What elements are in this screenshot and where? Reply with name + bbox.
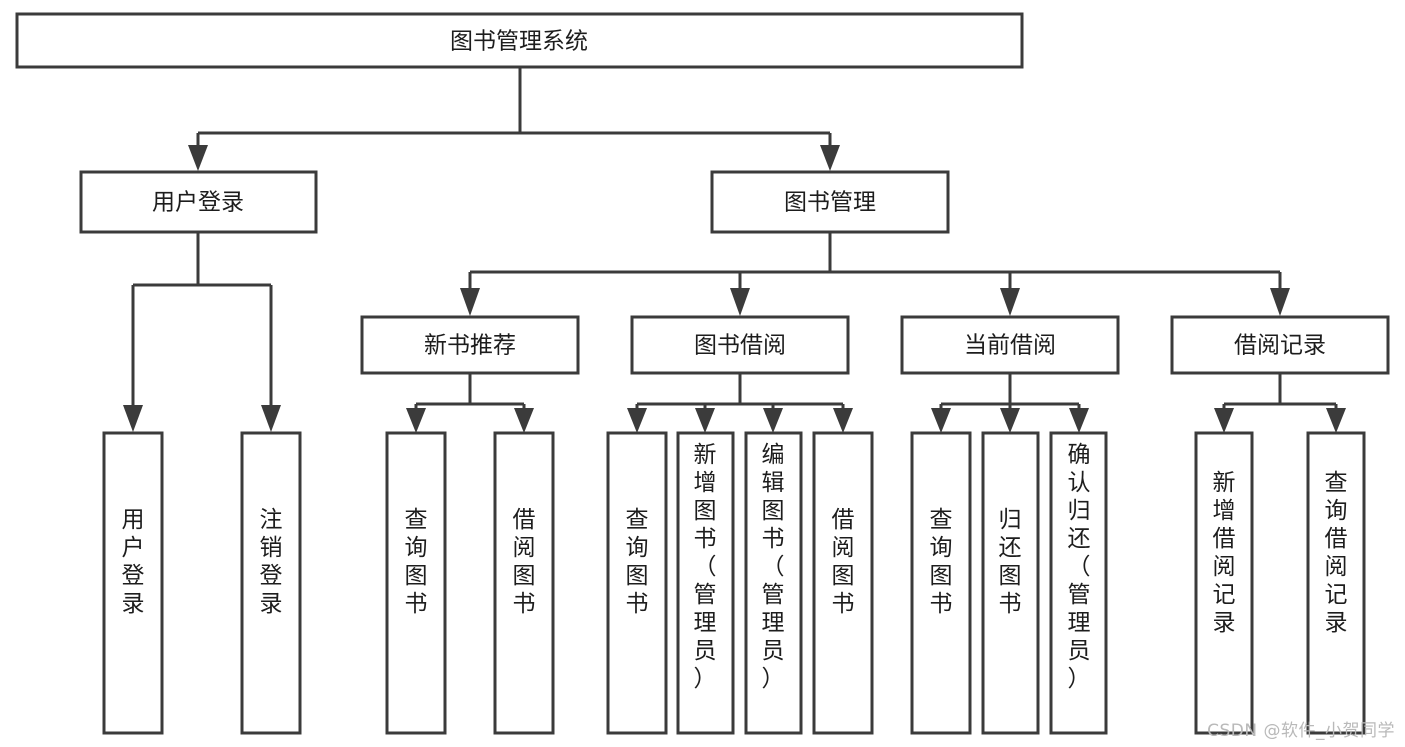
node-leaf-borrow-book-rec-box[interactable]: [493, 431, 555, 735]
node-leaf-add-book-admin-label: 新增图书（管理员）: [694, 442, 717, 692]
node-leaf-query-book-rec[interactable]: 查询图书: [385, 431, 447, 735]
arrow-head-new-book-recommend: [460, 288, 480, 316]
node-leaf-query-book-borrow-box[interactable]: [606, 431, 668, 735]
node-book-manage-box[interactable]: [710, 170, 950, 234]
arrow-head-borrow-record: [1270, 288, 1290, 316]
node-current-borrow-label: 当前借阅: [964, 333, 1056, 359]
node-leaf-edit-book-admin[interactable]: 编辑图书（管理员）: [744, 431, 803, 735]
node-leaf-logout-login-box[interactable]: [240, 431, 302, 735]
node-leaf-add-borrow-record-label: 新增借阅记录: [1213, 470, 1236, 636]
arrow-head-book-borrow: [730, 288, 750, 316]
arrow-head-leaf-user-login: [123, 405, 143, 432]
arrow-head-leaf-add-book-admin: [695, 408, 715, 433]
arrow-head-leaf-query-book-cur: [931, 408, 951, 433]
node-leaf-user-login[interactable]: 用户登录: [102, 431, 164, 735]
node-leaf-borrow-book-box[interactable]: [812, 431, 874, 735]
node-book-borrow-label: 图书借阅: [694, 333, 786, 359]
node-borrow-record-box[interactable]: [1170, 315, 1390, 375]
node-user-login[interactable]: 用户登录: [79, 170, 318, 234]
node-borrow-record-label: 借阅记录: [1234, 333, 1326, 359]
node-root[interactable]: 图书管理系统: [15, 12, 1024, 69]
node-leaf-borrow-book-rec-label: 借阅图书: [513, 507, 536, 617]
node-leaf-query-borrow-record-box[interactable]: [1306, 431, 1366, 735]
node-leaf-edit-book-admin-label: 编辑图书（管理员）: [762, 442, 785, 692]
node-leaf-query-book-rec-label: 查询图书: [405, 507, 428, 617]
node-leaf-query-book-borrow-label: 查询图书: [626, 507, 649, 617]
arrow-head-leaf-borrow-book: [833, 408, 853, 433]
node-leaf-query-book-cur[interactable]: 查询图书: [910, 431, 972, 735]
node-root-label: 图书管理系统: [450, 29, 588, 55]
node-new-book-recommend[interactable]: 新书推荐: [360, 315, 580, 375]
arrow-head-leaf-query-book-rec: [406, 408, 426, 433]
arrow-head-leaf-add-borrow-record: [1214, 408, 1234, 433]
node-book-manage-label: 图书管理: [784, 190, 876, 216]
node-leaf-return-book-box[interactable]: [981, 431, 1040, 735]
node-book-borrow-box[interactable]: [630, 315, 850, 375]
node-borrow-record[interactable]: 借阅记录: [1170, 315, 1390, 375]
node-leaf-borrow-book-label: 借阅图书: [832, 507, 855, 617]
node-user-login-box[interactable]: [79, 170, 318, 234]
csdn-watermark: CSDN @软件_小贺同学: [1207, 721, 1395, 741]
arrow-head-leaf-query-book-borrow: [627, 408, 647, 433]
node-leaf-query-book-cur-box[interactable]: [910, 431, 972, 735]
arrow-head-leaf-return-book: [1000, 408, 1020, 433]
node-leaf-add-book-admin[interactable]: 新增图书（管理员）: [676, 431, 735, 735]
node-current-borrow-box[interactable]: [900, 315, 1120, 375]
node-leaf-edit-book-admin-box[interactable]: [744, 431, 803, 735]
node-new-book-recommend-label: 新书推荐: [424, 333, 516, 359]
node-user-login-label: 用户登录: [152, 190, 244, 216]
node-leaf-borrow-book[interactable]: 借阅图书: [812, 431, 874, 735]
node-book-manage[interactable]: 图书管理: [710, 170, 950, 234]
node-leaf-borrow-book-rec[interactable]: 借阅图书: [493, 431, 555, 735]
node-leaf-add-book-admin-box[interactable]: [676, 431, 735, 735]
node-new-book-recommend-box[interactable]: [360, 315, 580, 375]
arrow-head-leaf-logout-login: [261, 405, 281, 432]
node-leaf-add-borrow-record-box[interactable]: [1194, 431, 1254, 735]
node-root-box[interactable]: [15, 12, 1024, 69]
arrow-head-user-login: [188, 145, 208, 171]
node-leaf-query-book-cur-label: 查询图书: [930, 507, 953, 617]
arrow-head-current-borrow: [1000, 288, 1020, 316]
arrow-head-leaf-borrow-book-rec: [514, 408, 534, 433]
node-leaf-confirm-return-admin[interactable]: 确认归还（管理员）: [1049, 431, 1108, 735]
node-leaf-add-borrow-record[interactable]: 新增借阅记录: [1194, 431, 1254, 735]
node-leaf-query-book-borrow[interactable]: 查询图书: [606, 431, 668, 735]
node-leaf-query-book-rec-box[interactable]: [385, 431, 447, 735]
node-book-borrow[interactable]: 图书借阅: [630, 315, 850, 375]
node-leaf-user-login-label: 用户登录: [122, 507, 145, 617]
arrow-head-leaf-query-borrow-record: [1326, 408, 1346, 433]
node-leaf-confirm-return-admin-label: 确认归还（管理员）: [1068, 442, 1091, 692]
arrow-head-leaf-edit-book-admin: [763, 408, 783, 433]
connector-layer: [123, 67, 1346, 433]
node-leaf-return-book[interactable]: 归还图书: [981, 431, 1040, 735]
node-leaf-query-borrow-record-label: 查询借阅记录: [1325, 470, 1348, 636]
node-current-borrow[interactable]: 当前借阅: [900, 315, 1120, 375]
node-leaf-logout-login-label: 注销登录: [260, 507, 283, 617]
node-leaf-query-borrow-record[interactable]: 查询借阅记录: [1306, 431, 1366, 735]
node-leaf-user-login-box[interactable]: [102, 431, 164, 735]
arrow-head-leaf-confirm-return-admin: [1069, 408, 1089, 433]
node-leaf-return-book-label: 归还图书: [999, 507, 1022, 617]
arrow-head-book-manage: [820, 145, 840, 171]
node-leaf-logout-login[interactable]: 注销登录: [240, 431, 302, 735]
node-leaf-confirm-return-admin-box[interactable]: [1049, 431, 1108, 735]
